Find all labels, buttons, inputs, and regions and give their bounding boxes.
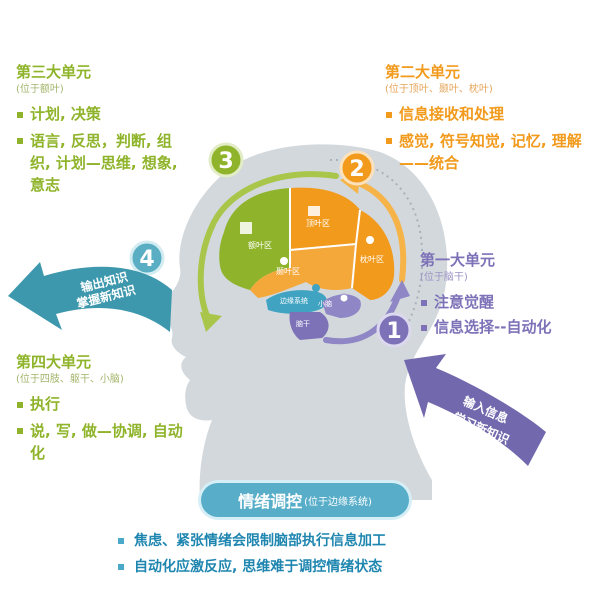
unit1-item-2: 信息选择--自动化 [420, 317, 595, 338]
unit4-subtitle: (位于四肢、躯干、小脑) [16, 374, 124, 385]
badge-3 [208, 142, 244, 178]
eye-icon [366, 236, 374, 244]
unit3-item-1: 计划, 决策 [16, 104, 191, 125]
occipital-lobe [352, 210, 395, 300]
limbic-system [266, 290, 327, 314]
head-dotted-outline [329, 158, 424, 341]
unit3-item-2: 语言, 反思，判断, 组织, 计划—思维, 想象, 意志 [16, 130, 191, 196]
badge-4-number: 4 [139, 247, 154, 272]
unit2-title: 第二大单元 [385, 63, 461, 81]
lightbulb-icon [339, 293, 349, 303]
emotion-pill: 情绪调控 (位于边缘系统) [201, 483, 409, 517]
frontal-lobe [219, 188, 290, 290]
emotion-item-2: 自动化应激反应, 思维难于调控情绪状态 [118, 557, 382, 577]
unit4-block: 第四大单元 (位于四肢、躯干、小脑) 执行 说, 写, 做—协调, 自动化 [16, 352, 186, 464]
unit3-block: 第三大单元 (位于额叶) 计划, 决策 语言, 反思，判断, 组织, 计划—思维… [16, 62, 191, 196]
unit2-block: 第二大单元 (位于顶叶、颞叶、枕叶) 信息接收和处理 感觉, 符号知觉, 记忆,… [385, 62, 585, 174]
emotion-item-1: 焦虑、紧张情绪会限制脑部执行信息加工 [118, 531, 386, 551]
label-brainstem: 脑干 [296, 319, 310, 328]
output-arrow [8, 262, 172, 332]
label-limbic: 边缘系统 [280, 296, 308, 305]
unit3-title: 第三大单元 [16, 63, 92, 81]
lobe-divider [289, 188, 361, 289]
unit4-item-2: 说, 写, 做—协调, 自动化 [16, 420, 186, 464]
label-temporal: 颞叶区 [276, 267, 300, 276]
speaker-icon [312, 284, 320, 292]
violet-arc [323, 293, 401, 345]
badge-3-number: 3 [218, 149, 233, 174]
brainstem [289, 312, 329, 340]
violet-arc-arrowhead [390, 280, 410, 302]
unit3-subtitle: (位于额叶) [16, 84, 64, 95]
badge-2-number: 2 [349, 157, 364, 182]
unit4-title: 第四大单元 [16, 353, 92, 371]
orange-arc [353, 179, 407, 283]
unit1-title: 第一大单元 [420, 251, 496, 269]
green-arc-arrowhead [200, 312, 222, 332]
unit4-item-1: 执行 [16, 394, 186, 415]
temporal-lobe [250, 244, 356, 298]
badge-1 [376, 312, 412, 348]
label-cerebellum: 小脑 [318, 299, 332, 308]
unit2-subtitle: (位于顶叶、颞叶、枕叶) [385, 84, 493, 95]
label-frontal: 额叶区 [248, 240, 272, 250]
badge-1-number: 1 [386, 319, 401, 344]
label-parietal: 顶叶区 [306, 219, 330, 228]
unit1-item-1: 注意觉醒 [420, 292, 595, 313]
badge-2 [339, 150, 375, 186]
unit2-item-1: 信息接收和处理 [385, 104, 585, 125]
emotion-title: 情绪调控 [238, 492, 303, 511]
input-arrow [404, 354, 546, 466]
unit1-block: 第一大单元 (位于脑干) 注意觉醒 信息选择--自动化 [420, 250, 595, 338]
cerebellum [322, 294, 361, 318]
green-arc [197, 171, 339, 325]
reading-person-icon [308, 206, 320, 216]
emotion-subtitle: (位于边缘系统) [304, 496, 372, 508]
person-desk-icon [240, 222, 252, 234]
music-note-icon [280, 257, 288, 265]
badge-4 [129, 240, 165, 276]
unit1-subtitle: (位于脑干) [420, 272, 468, 283]
unit2-item-2: 感觉, 符号知觉, 记忆, 理解——统合 [385, 130, 585, 174]
parietal-lobe [290, 187, 360, 250]
label-occipital: 枕叶区 [360, 254, 384, 264]
